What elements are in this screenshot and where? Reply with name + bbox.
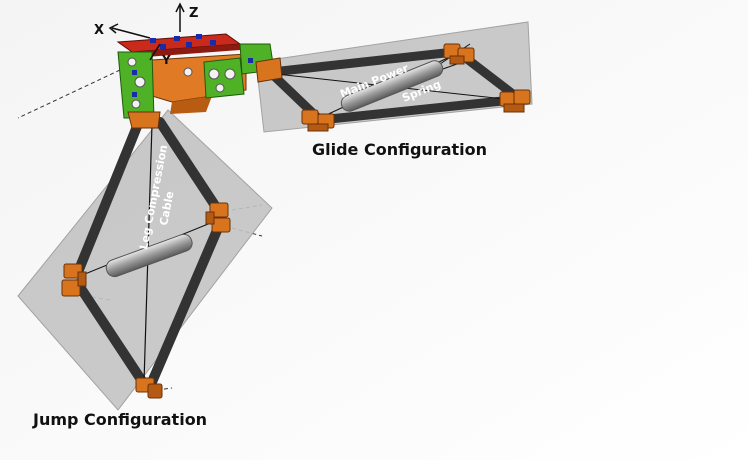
robot-body bbox=[116, 33, 283, 129]
cable-label: Cable bbox=[157, 190, 176, 226]
glide-configuration-title: Glide Configuration bbox=[312, 140, 487, 159]
jump-rod-upper-left bbox=[73, 119, 143, 277]
leg-compression-spring bbox=[105, 233, 193, 278]
jump-joint-bottom bbox=[135, 377, 163, 399]
axis-triad bbox=[108, 2, 185, 61]
main-power-spring bbox=[340, 60, 444, 112]
jump-rod-lower-left bbox=[73, 279, 149, 389]
glide-joint-lower-left bbox=[301, 109, 335, 132]
glide-linkage bbox=[267, 43, 531, 132]
axis-y-label: Y bbox=[161, 53, 171, 67]
jump-joint-right bbox=[205, 202, 231, 233]
jump-rod-upper-right bbox=[155, 117, 223, 215]
body-green-hinge bbox=[203, 57, 245, 99]
jump-linkage bbox=[61, 117, 231, 399]
body-wing-mount bbox=[255, 57, 283, 83]
jump-joint-left bbox=[61, 263, 87, 297]
glide-joint-lower-right bbox=[499, 89, 531, 113]
jump-configuration-title: Jump Configuration bbox=[32, 410, 207, 429]
axis-x-label: X bbox=[94, 23, 104, 38]
jump-rod-lower-right bbox=[147, 223, 223, 387]
body-leg-mount bbox=[127, 111, 161, 129]
glide-rod-top bbox=[267, 47, 459, 77]
glide-rod-bottom bbox=[315, 95, 517, 125]
glide-joint-upper-right bbox=[443, 43, 475, 65]
axis-z-label: Z bbox=[189, 6, 198, 21]
